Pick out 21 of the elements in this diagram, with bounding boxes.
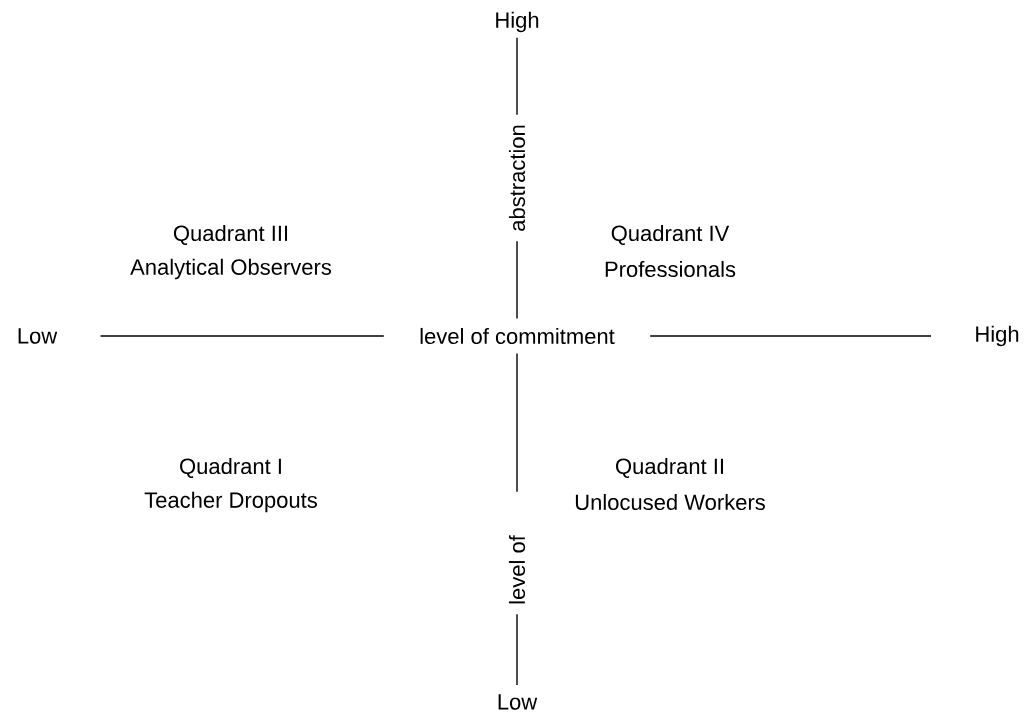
axis-line xyxy=(99,335,385,337)
quadrant-label: Quadrant II xyxy=(616,457,723,479)
axis-label: level of commitment xyxy=(420,327,615,345)
quadrant-label: Quadrant IV xyxy=(611,224,730,246)
axis-title: abstraction xyxy=(508,125,526,231)
axis-line xyxy=(516,36,518,116)
axis-label: High xyxy=(496,11,539,33)
axis-label: High xyxy=(976,325,1019,347)
axis-label: Low xyxy=(18,328,58,344)
quadrant-label: Quadrant I xyxy=(180,457,281,479)
quadrant-label: Teacher Dropouts xyxy=(144,491,317,513)
quadrant-label: Professionals xyxy=(605,260,736,278)
axis-line xyxy=(516,240,518,320)
quadrant-label: Quadrant III xyxy=(173,224,288,246)
axis-line xyxy=(516,613,518,686)
axis-line xyxy=(516,352,518,493)
quadrant-label: Analytical Observers xyxy=(130,258,331,280)
axis-line xyxy=(649,335,932,337)
axis-label: Low xyxy=(498,694,538,710)
quadrant-label: Unlocused Workers xyxy=(575,493,765,511)
axis-title: level of xyxy=(508,535,526,604)
